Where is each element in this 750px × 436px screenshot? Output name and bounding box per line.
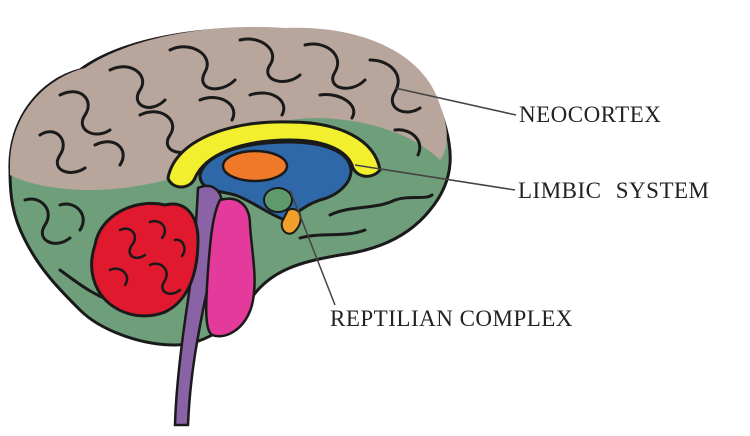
brainstem-pink [204, 197, 256, 338]
cerebellum-folia [108, 219, 186, 295]
label-reptilian-complex: REPTILIAN COMPLEX [330, 306, 573, 331]
leader-lines [289, 87, 517, 306]
leader-line-reptilian [289, 189, 336, 306]
label-limbic-system: LIMBIC SYSTEM [518, 178, 710, 203]
corpus-callosum [166, 120, 382, 189]
amygdala-orange [280, 208, 302, 235]
hippocampus-green [263, 187, 293, 213]
leader-line-neocortex [394, 87, 517, 116]
leader-line-limbic [354, 164, 516, 191]
label-neocortex: NEOCORTEX [519, 102, 662, 127]
cerebellum [90, 201, 200, 318]
thalamus-orange [221, 149, 289, 183]
